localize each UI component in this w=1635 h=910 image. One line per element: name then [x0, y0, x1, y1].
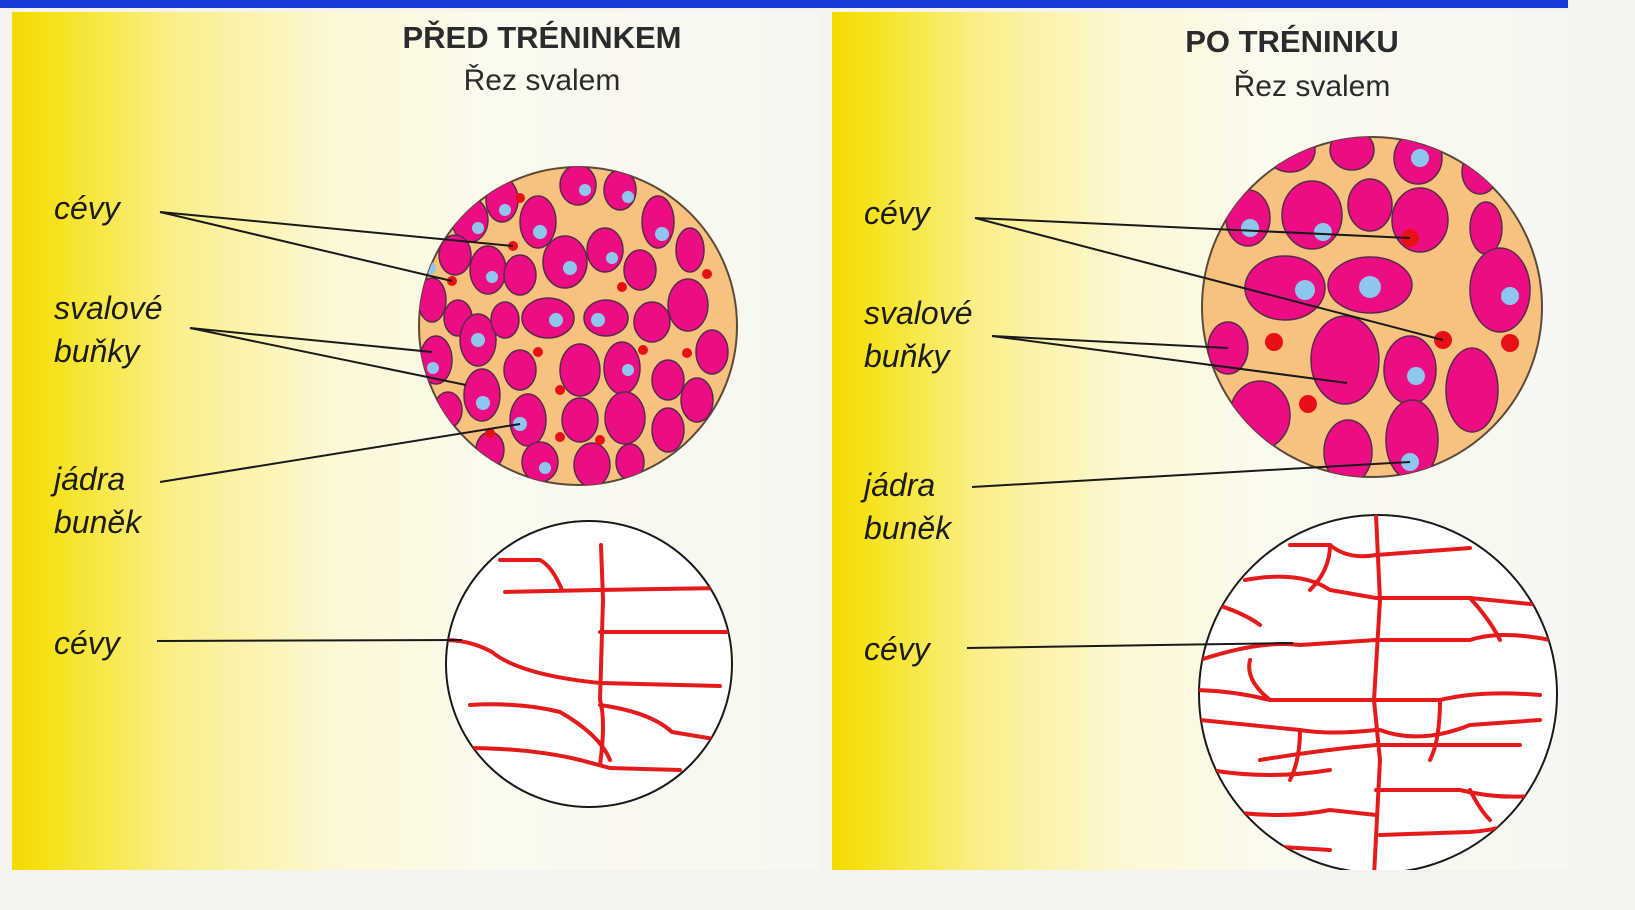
top-strip: [0, 0, 1568, 8]
before-drawing: [12, 12, 820, 870]
panel-before-training: PŘED TRÉNINKEM Řez svalem cévy svalové b…: [12, 12, 820, 870]
before-capillary-circle: [445, 521, 732, 807]
panel-after-training: PO TRÉNINKU Řez svalem cévy svalové buňk…: [832, 12, 1568, 870]
before-section-circle: [418, 165, 737, 487]
after-capillary-circle: [1190, 515, 1557, 870]
before-leader-line-capillaries: [157, 640, 462, 641]
after-section-circle: [1202, 128, 1542, 484]
after-drawing: [832, 12, 1568, 870]
